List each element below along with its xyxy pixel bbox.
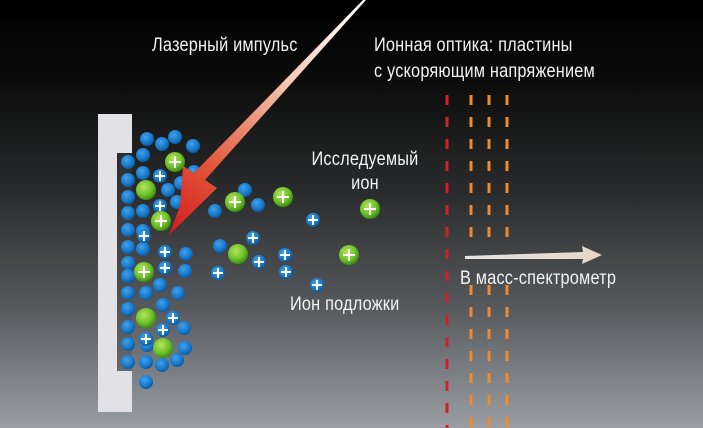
plus-charge-icon <box>254 257 264 267</box>
matrix-particle <box>179 247 193 261</box>
matrix-particle <box>213 239 227 253</box>
matrix-particle <box>136 166 150 180</box>
ion-optics-label-line2: с ускоряющим напряжением <box>374 61 595 82</box>
plus-charge-icon <box>158 325 168 335</box>
analyte-particle <box>136 180 156 200</box>
mass-spec-arrow <box>465 246 602 264</box>
plus-charge-icon <box>277 191 289 203</box>
matrix-particle <box>139 286 153 300</box>
matrix-particle <box>121 337 135 351</box>
matrix-particle <box>208 204 222 218</box>
particle-cloud <box>121 130 380 389</box>
matrix-particle <box>168 130 182 144</box>
matrix-particle <box>121 302 135 316</box>
matrix-particle <box>121 355 135 369</box>
plus-charge-icon <box>139 231 149 241</box>
matrix-particle <box>171 286 185 300</box>
matrix-particle <box>177 321 191 335</box>
plus-charge-icon <box>138 266 150 278</box>
matrix-particle <box>155 358 169 372</box>
analyte-ion-label-line2: ион <box>351 173 379 194</box>
plus-charge-icon <box>155 201 165 211</box>
ion-optics-plates <box>445 95 509 428</box>
matrix-particle <box>136 204 150 218</box>
matrix-particle <box>136 148 150 162</box>
plus-charge-icon <box>343 249 355 261</box>
matrix-particle <box>140 132 154 146</box>
matrix-particle <box>238 183 252 197</box>
matrix-particle <box>186 139 200 153</box>
matrix-particle <box>121 269 135 283</box>
matrix-particle <box>121 223 135 237</box>
matrix-ion-label: Ион подложки <box>290 294 400 315</box>
plus-charge-icon <box>155 215 167 227</box>
matrix-particle <box>178 264 192 278</box>
plus-charge-icon <box>364 203 376 215</box>
plus-charge-icon <box>308 215 318 225</box>
matrix-particle <box>121 240 135 254</box>
plus-charge-icon <box>281 267 291 277</box>
matrix-particle <box>161 183 175 197</box>
analyte-particle <box>153 338 173 358</box>
matrix-particle <box>155 137 169 151</box>
analyte-ion-label-line1: Исследуемый <box>311 149 419 170</box>
matrix-particle <box>121 206 135 220</box>
plus-charge-icon <box>312 280 322 290</box>
plus-charge-icon <box>160 263 170 273</box>
plus-charge-icon <box>160 247 170 257</box>
plus-charge-icon <box>248 233 258 243</box>
matrix-particle <box>178 341 192 355</box>
matrix-particle <box>121 256 135 270</box>
matrix-particle <box>153 278 167 292</box>
plus-charge-icon <box>280 250 290 260</box>
plus-charge-icon <box>169 156 181 168</box>
ion-optics-label-line1: Ионная оптика: пластины <box>374 35 573 56</box>
sample-holder <box>98 114 132 412</box>
matrix-particle <box>121 286 135 300</box>
matrix-particle <box>136 242 150 256</box>
matrix-particle <box>121 190 135 204</box>
matrix-particle <box>139 375 153 389</box>
to-mass-spectrometer-label: В масс-спектрометр <box>460 268 617 289</box>
laser-pulse-label: Лазерный импульс <box>152 35 298 56</box>
matrix-particle <box>121 173 135 187</box>
analyte-particle <box>136 308 156 328</box>
analyte-particle <box>228 244 248 264</box>
plus-charge-icon <box>229 196 241 208</box>
plus-charge-icon <box>155 171 165 181</box>
plus-charge-icon <box>141 334 151 344</box>
matrix-particle <box>139 355 153 369</box>
laser-pulse-arrow <box>169 0 366 235</box>
matrix-particle <box>156 298 170 312</box>
matrix-particle <box>121 320 135 334</box>
matrix-particle <box>170 353 184 367</box>
plus-charge-icon <box>213 268 223 278</box>
matrix-particle <box>251 198 265 212</box>
matrix-particle <box>121 155 135 169</box>
plus-charge-icon <box>168 313 178 323</box>
